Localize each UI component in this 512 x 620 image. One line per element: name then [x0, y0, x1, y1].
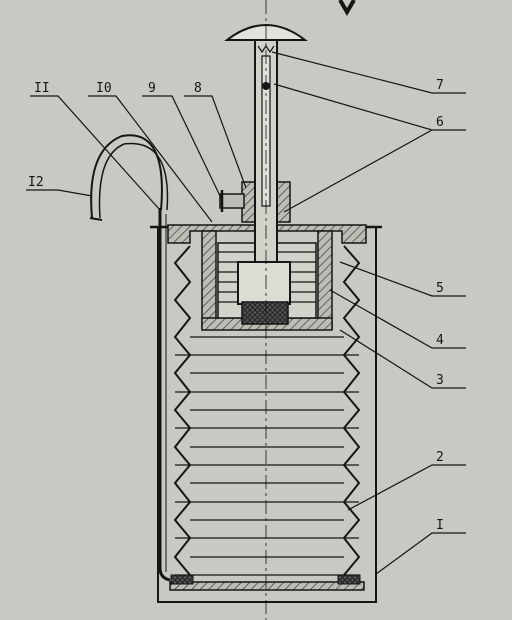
bellows-fold-lines	[175, 336, 359, 576]
bellows-right-edge	[342, 245, 361, 576]
base-block-left	[170, 574, 194, 585]
callout-4: 4	[436, 333, 444, 348]
piston-cup	[237, 261, 291, 305]
callout-12: I2	[28, 175, 44, 190]
canister-base-plate	[169, 581, 365, 591]
bellows-left-edge	[173, 245, 192, 576]
callout-7: 7	[436, 78, 444, 93]
hook-tip	[89, 217, 103, 221]
top-cover-flange	[167, 224, 367, 244]
hook-tube	[90, 134, 163, 219]
leader-lines	[26, 51, 466, 575]
callout-9: 9	[148, 81, 156, 96]
hook-tube-inner	[98, 142, 169, 219]
side-screw	[219, 193, 245, 209]
valve-seal	[241, 301, 289, 325]
callout-1: I	[436, 518, 444, 533]
callout-5: 5	[436, 281, 444, 296]
callout-10: I0	[96, 81, 112, 96]
callout-3: 3	[436, 373, 444, 388]
inner-cylinder-right-wall	[317, 230, 333, 329]
callout-2: 2	[436, 450, 444, 465]
side-tube	[158, 208, 171, 582]
callout-6: 6	[436, 115, 444, 130]
callout-8: 8	[194, 81, 202, 96]
inner-cylinder-left-wall	[201, 230, 217, 329]
callout-11: II	[34, 81, 50, 96]
base-block-right	[337, 574, 361, 585]
arrow-mark	[338, 0, 356, 16]
